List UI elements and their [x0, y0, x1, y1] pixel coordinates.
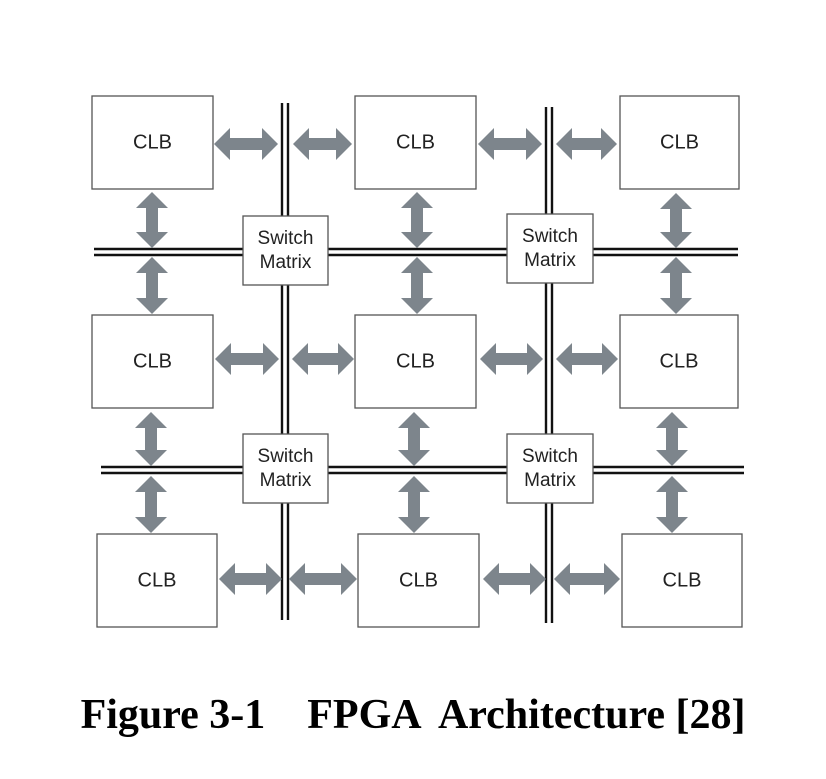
horizontal-double-arrow	[554, 563, 620, 595]
vertical-bus-right	[544, 107, 554, 623]
vertical-double-arrow	[135, 476, 167, 533]
clb-block: CLB	[354, 314, 477, 409]
horizontal-double-arrow	[483, 563, 546, 595]
horizontal-double-arrow	[219, 563, 282, 595]
horizontal-bus-bottom	[101, 465, 744, 475]
clb-box	[96, 533, 218, 628]
clb-block: CLB	[357, 533, 480, 628]
clb-block: CLB	[354, 95, 477, 190]
vertical-double-arrow	[401, 192, 433, 248]
vertical-double-arrow	[660, 257, 692, 314]
horizontal-bus-top	[94, 247, 738, 257]
horizontal-double-arrow	[480, 343, 543, 375]
figure-caption: Figure 3-1 FPGA Architecture [28]	[0, 690, 826, 740]
clb-block: CLB	[91, 95, 214, 190]
switch-matrix-label-line1: Switch	[258, 446, 314, 467]
clb-label: CLB	[396, 351, 435, 373]
clb-box	[619, 95, 740, 190]
vertical-double-arrow	[135, 412, 167, 466]
switch-matrix-label-line2: Matrix	[260, 252, 312, 273]
clb-label: CLB	[133, 351, 172, 373]
clb-block: CLB	[96, 533, 218, 628]
clb-label: CLB	[660, 351, 699, 373]
switch-matrix-box	[506, 213, 594, 284]
vertical-double-arrow	[401, 257, 433, 314]
clb-grid: CLB CLB CLB CLB CLB CLB CLB CLB CLB	[91, 95, 743, 628]
clb-label: CLB	[660, 132, 699, 154]
clb-label: CLB	[399, 570, 438, 592]
horizontal-double-arrow	[215, 343, 279, 375]
clb-box	[621, 533, 743, 628]
switch-matrix-box	[506, 433, 594, 504]
vertical-double-arrow	[656, 412, 688, 466]
switch-matrix-label-line1: Switch	[522, 226, 578, 247]
vertical-double-arrow	[398, 412, 430, 466]
horizontal-double-arrow	[478, 128, 542, 160]
vertical-bus-left	[280, 103, 290, 620]
clb-box	[91, 95, 214, 190]
clb-block: CLB	[91, 314, 214, 409]
vertical-double-arrow	[136, 192, 168, 248]
connection-arrows	[135, 128, 692, 595]
horizontal-double-arrow	[556, 128, 617, 160]
switch-matrix-label-line2: Matrix	[524, 250, 576, 271]
clb-box	[354, 95, 477, 190]
horizontal-double-arrow	[292, 343, 354, 375]
vertical-double-arrow	[136, 257, 168, 314]
clb-box	[619, 314, 739, 409]
clb-box	[91, 314, 214, 409]
vertical-double-arrow	[398, 476, 430, 533]
switch-matrix-label-line1: Switch	[258, 228, 314, 249]
clb-label: CLB	[133, 132, 172, 154]
clb-box	[354, 314, 477, 409]
horizontal-double-arrow	[289, 563, 357, 595]
switch-matrix-grid: SwitchMatrixSwitchMatrixSwitchMatrixSwit…	[242, 213, 594, 504]
switch-matrix-box	[242, 433, 329, 504]
horizontal-double-arrow	[214, 128, 278, 160]
interconnect-buses	[94, 103, 744, 623]
clb-block: CLB	[621, 533, 743, 628]
figure-title: FPGA Architecture [28]	[307, 692, 746, 738]
vertical-double-arrow	[656, 476, 688, 533]
switch-matrix-label-line2: Matrix	[260, 470, 312, 491]
clb-label: CLB	[138, 570, 177, 592]
switch-matrix-box	[242, 215, 329, 286]
horizontal-double-arrow	[293, 128, 352, 160]
clb-box	[357, 533, 480, 628]
switch-matrix-label-line2: Matrix	[524, 470, 576, 491]
horizontal-double-arrow	[556, 343, 618, 375]
clb-block: CLB	[619, 95, 740, 190]
clb-label: CLB	[663, 570, 702, 592]
figure-number: Figure 3-1	[80, 692, 266, 738]
clb-block: CLB	[619, 314, 739, 409]
clb-label: CLB	[396, 132, 435, 154]
vertical-double-arrow	[660, 193, 692, 248]
switch-matrix-label-line1: Switch	[522, 446, 578, 467]
